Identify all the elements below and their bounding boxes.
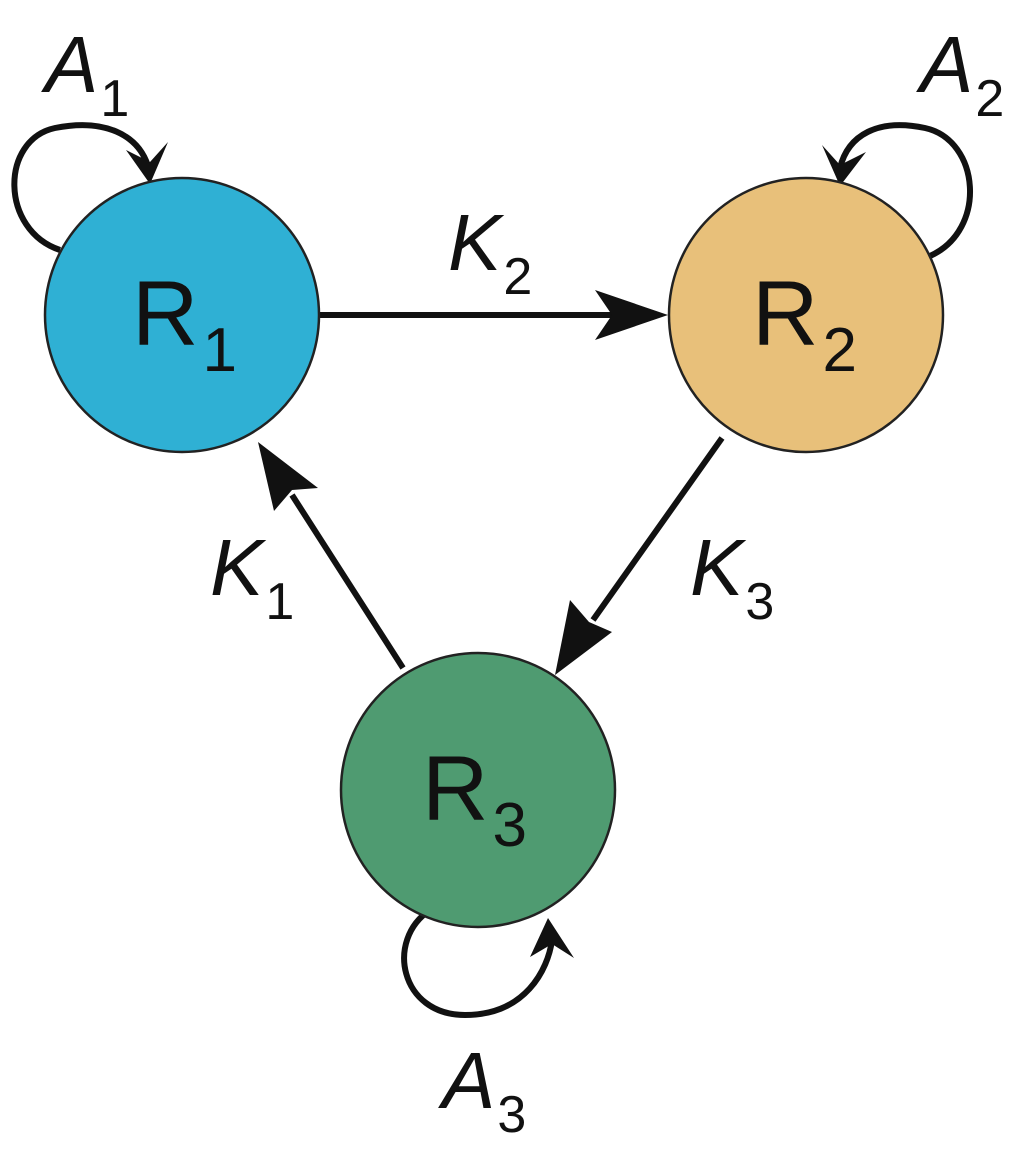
- edge-r2-r3-arrowhead: [555, 600, 612, 675]
- node-r3-label: R3: [422, 738, 527, 860]
- self-loop-r3-label: A3: [438, 1036, 526, 1144]
- node-r3: R3: [339, 651, 617, 929]
- self-loop-r2: [822, 122, 974, 259]
- self-loop-r3-label-letter: A: [438, 1036, 495, 1125]
- edge-r3-r1: [258, 442, 406, 670]
- self-loop-r1-label-letter: A: [41, 20, 98, 109]
- edge-r2-r3-label-letter: K: [690, 523, 747, 612]
- self-loop-r2-arrowhead: [822, 145, 866, 186]
- node-r3-circle: [339, 651, 617, 929]
- self-loop-r1-label-subscript: 1: [100, 70, 129, 128]
- edge-r2-r3: [555, 436, 725, 675]
- edge-r3-r1-label: K1: [210, 523, 294, 631]
- node-r2: R2: [667, 176, 945, 454]
- self-loop-r2-label-subscript: 2: [975, 70, 1004, 128]
- edge-r3-r1-arrowhead: [258, 442, 318, 511]
- node-r2-label: R2: [752, 263, 857, 385]
- edge-r2-r3-label-subscript: 3: [745, 573, 774, 631]
- node-r3-letter: R: [422, 738, 488, 840]
- self-loop-r2-label: A2: [916, 20, 1004, 128]
- self-loop-r1-label: A1: [41, 20, 129, 128]
- self-loop-r2-label-letter: A: [916, 20, 973, 109]
- self-loop-r3: [401, 907, 574, 1019]
- self-loop-r1: [11, 122, 168, 253]
- edge-r1-r2-label: K2: [448, 198, 532, 306]
- node-r1-subscript: 1: [202, 316, 236, 385]
- self-loop-r1-arrowhead: [126, 142, 168, 184]
- node-r2-circle: [667, 176, 945, 454]
- node-r2-letter: R: [752, 263, 818, 365]
- node-r1: R1: [43, 176, 321, 454]
- self-loop-r3-arrowhead: [530, 918, 574, 958]
- edge-r1-r2: [320, 290, 668, 340]
- self-loop-r3-label-subscript: 3: [497, 1086, 526, 1144]
- edge-r2-r3-label: K3: [690, 523, 774, 631]
- edge-r3-r1-label-subscript: 1: [265, 573, 294, 631]
- edge-r3-r1-label-letter: K: [210, 523, 267, 612]
- edge-r1-r2-label-subscript: 2: [503, 248, 532, 306]
- edge-r1-r2-label-letter: K: [448, 198, 505, 287]
- node-r1-circle: [43, 176, 321, 454]
- node-r2-subscript: 2: [822, 316, 856, 385]
- node-r3-subscript: 3: [492, 791, 526, 860]
- node-r1-label: R1: [132, 263, 237, 385]
- node-r1-letter: R: [132, 263, 198, 365]
- edge-r1-r2-arrowhead: [595, 290, 668, 340]
